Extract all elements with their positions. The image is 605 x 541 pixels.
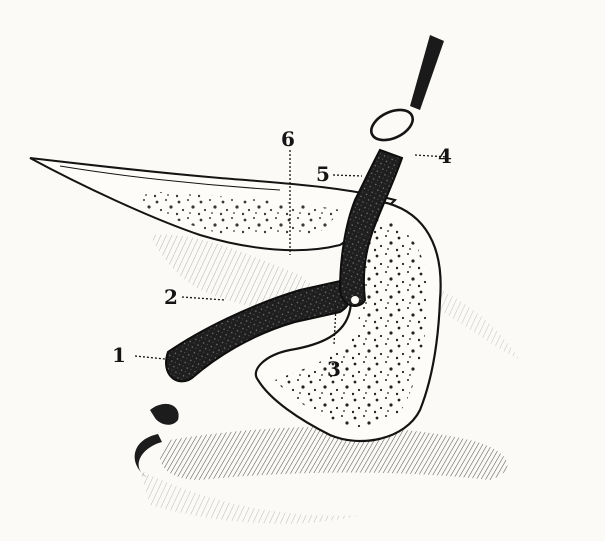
loop-ring-icon <box>367 104 418 146</box>
elongated-structure <box>30 158 395 250</box>
label-5: 5 <box>316 162 330 186</box>
label-4: 4 <box>438 144 452 168</box>
label-6: 6 <box>281 127 295 151</box>
label-2: 2 <box>164 285 178 309</box>
label-1: 1 <box>112 343 126 367</box>
label-3: 3 <box>327 357 341 381</box>
probe-icon <box>410 35 444 110</box>
